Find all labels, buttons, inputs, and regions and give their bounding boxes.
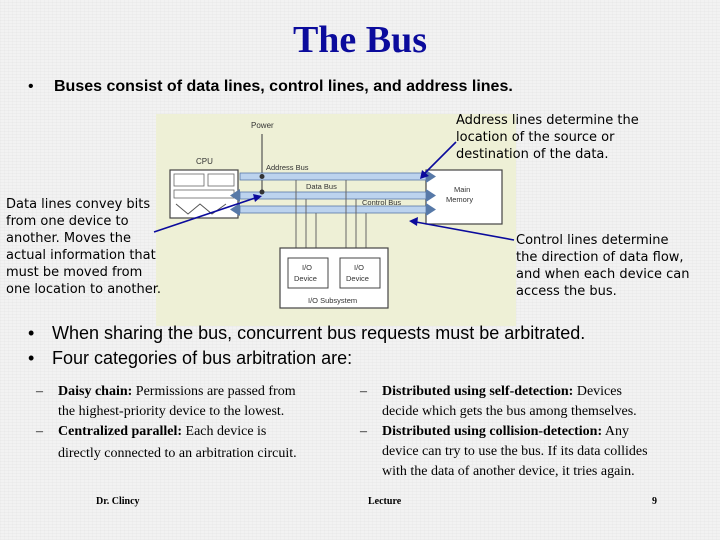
item-text: device can try to use the bus. If its da… (382, 444, 648, 459)
footer-page-number: 9 (652, 496, 657, 507)
item-self-detection: Distributed using self-detection: Device… (382, 382, 702, 422)
annotation-line: Control lines determine (516, 233, 669, 248)
item-text: with the data of another device, it trie… (382, 464, 635, 479)
address-annotation: Address lines determine the location of … (456, 112, 639, 163)
item-text: Each device is (182, 424, 267, 439)
address-arrow (423, 141, 457, 175)
annotation-line: location of the source or (456, 130, 615, 145)
item-collision-detection: Distributed using collision-detection: A… (382, 422, 702, 482)
bullet-marker: • (28, 78, 34, 95)
item-text: Any (602, 424, 629, 439)
address-bus-label: Address Bus (266, 163, 309, 172)
annotation-line: actual information that (6, 248, 156, 263)
slide-title: The Bus (292, 19, 428, 61)
annotation-line: Address lines determine the (456, 113, 639, 128)
item-term: Centralized parallel: (58, 424, 183, 439)
bullet-marker: • (28, 348, 35, 368)
io-device-2-label-1: I/O (354, 263, 364, 272)
item-centralized-parallel: Centralized parallel: Each device is dir… (58, 422, 348, 464)
main-memory-label-2: Memory (446, 195, 473, 204)
power-label: Power (251, 121, 274, 130)
bullet-marker: • (28, 323, 35, 343)
dash-marker: – (36, 424, 43, 439)
footer-author: Dr. Clincy (96, 496, 140, 507)
main-memory-label-1: Main (454, 185, 470, 194)
item-daisy-chain: Daisy chain: Permissions are passed from… (58, 382, 348, 422)
cpu-label: CPU (196, 157, 213, 166)
annotation-line: from one device to (6, 214, 129, 229)
annotation-line: destination of the data. (456, 147, 609, 162)
data-bus-label: Data Bus (306, 182, 337, 191)
io-device-box-2 (339, 257, 381, 289)
item-text: Permissions are passed from (132, 384, 296, 399)
annotation-line: the direction of data flow, (516, 250, 684, 265)
bullet-arbitration: When sharing the bus, concurrent bus req… (52, 323, 586, 343)
data-arrow (153, 197, 256, 233)
item-text: the highest-priority device to the lowes… (58, 404, 285, 419)
annotation-line: one location to another. (6, 282, 161, 297)
item-term: Distributed using self-detection: (382, 384, 574, 399)
annotation-line: Data lines convey bits (6, 197, 151, 212)
dash-marker: – (360, 424, 367, 439)
control-annotation: Control lines determine the direction of… (516, 232, 690, 300)
io-device-2-label-2: Device (346, 274, 369, 283)
io-device-box-1 (287, 257, 329, 289)
item-text: directly connected to an arbitration cir… (58, 446, 297, 461)
dash-marker: – (360, 384, 367, 399)
footer-lecture: Lecture (368, 496, 402, 507)
annotation-line: access the bus. (516, 284, 617, 299)
annotation-line: must be moved from (6, 265, 143, 280)
annotation-line: another. Moves the (6, 231, 132, 246)
intro-bullet-text: Buses consist of data lines, control lin… (54, 78, 513, 95)
item-term: Daisy chain: (58, 384, 133, 399)
item-text: Devices (573, 384, 622, 399)
annotation-line: and when each device can (516, 267, 690, 282)
io-device-1-label-1: I/O (302, 263, 312, 272)
item-text: decide which gets the bus among themselv… (382, 404, 637, 419)
control-arrow (415, 221, 515, 241)
dash-marker: – (36, 384, 43, 399)
bullet-categories: Four categories of bus arbitration are: (52, 348, 353, 368)
io-device-1-label-2: Device (294, 274, 317, 283)
control-bus-label: Control Bus (362, 198, 401, 207)
io-subsystem-label: I/O Subsystem (308, 296, 357, 305)
data-annotation: Data lines convey bits from one device t… (6, 196, 161, 298)
item-term: Distributed using collision-detection: (382, 424, 603, 439)
bus-diagram: Power CPU Address Bus Data Bus Control B… (156, 114, 516, 326)
